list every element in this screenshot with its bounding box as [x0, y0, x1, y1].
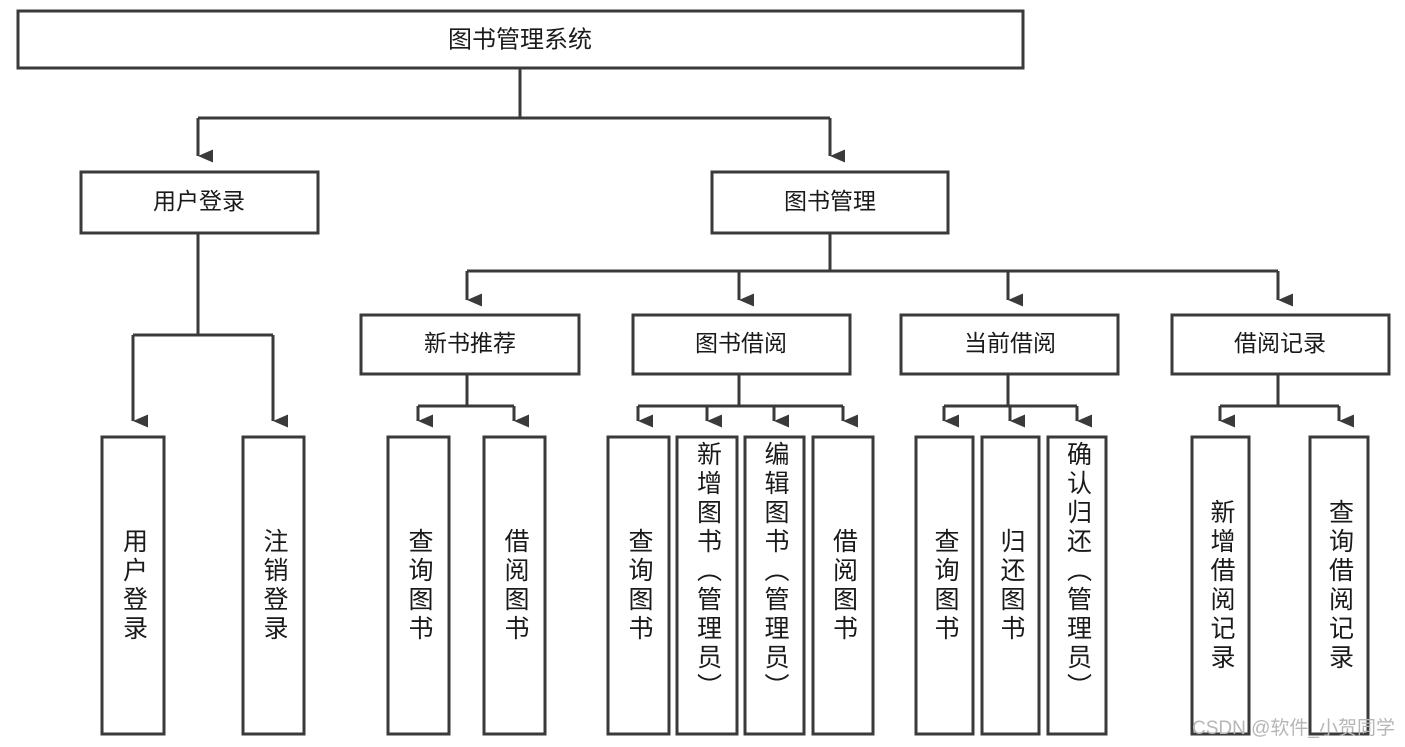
node-leaf-query-book-borrow[interactable] — [606, 435, 671, 736]
node-leaf-query-book-current[interactable] — [914, 435, 975, 736]
node-leaf-logout[interactable] — [241, 435, 306, 736]
node-current-borrow-label: 当前借阅 — [964, 330, 1056, 356]
node-leaf-borrow-book[interactable] — [811, 435, 875, 736]
node-leaf-edit-book-admin[interactable] — [743, 435, 806, 736]
node-leaf-user-login[interactable] — [100, 435, 166, 736]
node-user-login[interactable] — [79, 170, 320, 235]
node-borrow-record-label: 借阅记录 — [1234, 330, 1326, 356]
node-leaf-return-book[interactable] — [980, 435, 1041, 736]
node-book-management-label: 图书管理 — [784, 188, 876, 214]
node-new-book-recommend-label: 新书推荐 — [424, 330, 516, 356]
node-leaf-add-borrow-record[interactable] — [1190, 435, 1251, 736]
node-book-borrow-label: 图书借阅 — [695, 330, 787, 356]
node-leaf-borrow-book-new[interactable] — [482, 435, 547, 736]
node-leaf-query-borrow-record[interactable] — [1308, 435, 1370, 736]
node-leaf-confirm-return-admin[interactable] — [1046, 435, 1108, 736]
node-borrow-record[interactable] — [1170, 313, 1391, 376]
node-user-login-label: 用户登录 — [153, 188, 245, 214]
node-current-borrow[interactable] — [899, 313, 1120, 376]
node-book-borrow[interactable] — [631, 313, 852, 376]
node-book-management[interactable] — [710, 170, 950, 235]
node-leaf-query-book-new[interactable] — [386, 435, 451, 736]
node-root-label: 图书管理系统 — [448, 26, 592, 53]
node-new-book-recommend[interactable] — [359, 313, 581, 376]
node-root-book-management-system[interactable] — [16, 9, 1025, 70]
node-leaf-add-book-admin[interactable] — [675, 435, 739, 736]
